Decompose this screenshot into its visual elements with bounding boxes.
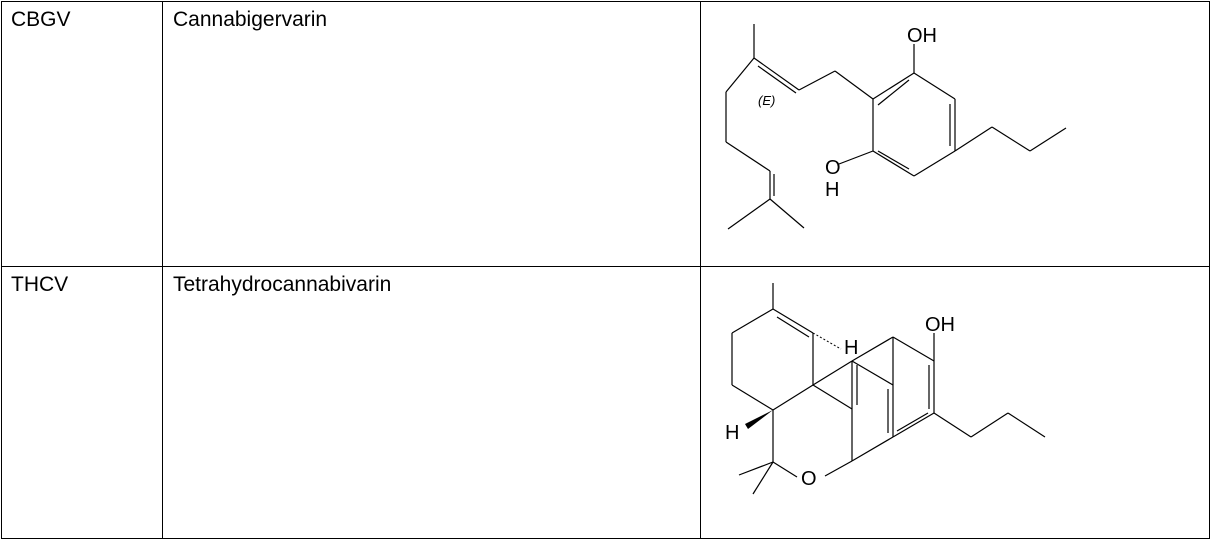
compound-name-text: Cannabigervarin: [173, 8, 328, 31]
abbreviation-cell: CBGV: [1, 1, 163, 267]
o-bottom-label: O: [825, 157, 841, 179]
compound-name-text: Tetrahydrocannabivarin: [173, 273, 392, 296]
h-lower-label: H: [725, 422, 739, 444]
abbreviation-text: CBGV: [11, 8, 71, 31]
structure-cell: OH O H (E): [700, 1, 1210, 267]
table-row-cbgv: CBGV Cannabigervarin: [1, 1, 1210, 267]
oh-top-label: OH: [907, 25, 937, 47]
name-cell: Tetrahydrocannabivarin: [162, 266, 701, 539]
abbreviation-cell: THCV: [1, 266, 163, 539]
structure-cell: OH H H O: [700, 266, 1210, 539]
table-row-thcv: THCV Tetrahydrocannabivarin: [1, 266, 1210, 539]
oh-label: OH: [925, 314, 955, 336]
o-ring-label: O: [801, 468, 817, 490]
h-upper-label: H: [844, 337, 858, 359]
abbreviation-text: THCV: [11, 273, 69, 296]
thcv-structure-icon: OH H H O: [725, 283, 1046, 495]
cbgv-structure-icon: OH O H (E): [725, 24, 1067, 230]
h-bottom-label: H: [825, 179, 839, 201]
stereo-label: (E): [758, 93, 775, 108]
name-cell: Cannabigervarin: [162, 1, 701, 267]
